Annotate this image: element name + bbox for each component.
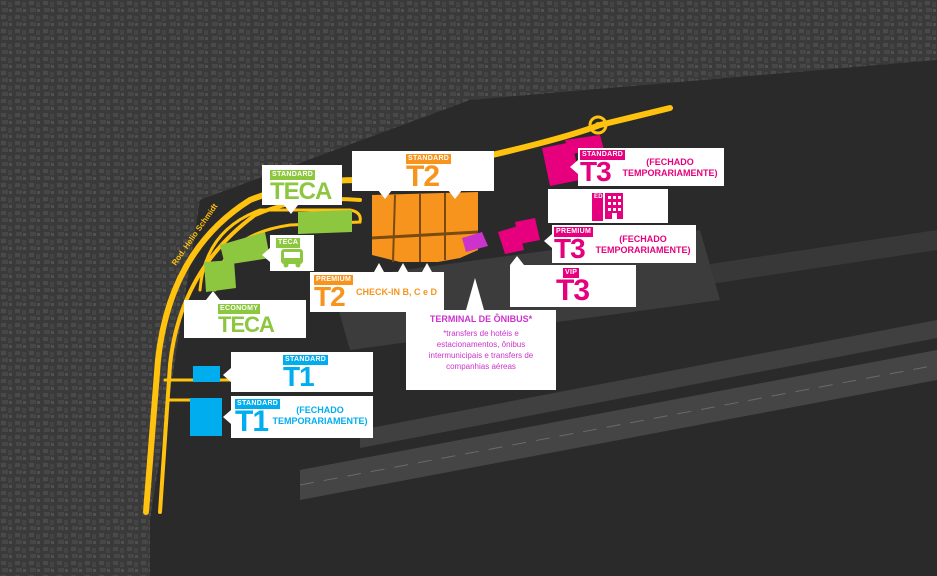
t1-title: T1 (283, 361, 315, 392)
teca-economy-lot (204, 260, 236, 292)
t3-vip-garage (515, 218, 540, 244)
tag-standard: STANDARD (270, 170, 316, 180)
label-t3-edg[interactable]: EDG (548, 189, 668, 223)
t2-premium-title: T2 (314, 281, 346, 312)
building-icon (605, 193, 623, 219)
tag-economy: ECONOMY (218, 304, 261, 314)
checkin-note: CHECK-IN B, C e D (356, 287, 438, 297)
t3-premium-closed-note: (FECHADO TEMPORARIAMENTE) (595, 234, 691, 255)
label-t1-closed[interactable]: STANDARD T1 (FECHADO TEMPORARIAMENTE) (231, 396, 373, 438)
label-t3-vip[interactable]: VIP T3 (510, 265, 636, 307)
tag-standard: STANDARD (580, 150, 626, 160)
bus-icon (281, 249, 303, 268)
bus-terminal-description: *transfers de hotéis e estacionamentos, … (428, 329, 534, 371)
t3-closed-note: (FECHADO TEMPORARIAMENTE) (622, 157, 718, 178)
label-t2-standard[interactable]: STANDARD T2 (352, 151, 494, 193)
label-t3-premium[interactable]: PREMIUM T3 (FECHADO TEMPORARIAMENTE) (552, 225, 696, 263)
tag-premium: PREMIUM (554, 227, 594, 237)
tag-premium: PREMIUM (314, 275, 354, 285)
runway-1 (299, 350, 937, 500)
label-teca-economy[interactable]: ECONOMY TECA (184, 300, 306, 338)
tag-edg: EDG (592, 193, 608, 221)
label-t2-premium[interactable]: PREMIUM T2 CHECK-IN B, C e D (310, 272, 444, 312)
label-teca-standard[interactable]: STANDARD TECA (262, 165, 342, 205)
terminal-2-building (371, 192, 479, 263)
bus-terminal-title: TERMINAL DE ÔNIBUS* (429, 314, 533, 324)
t2-title: T2 (406, 160, 440, 193)
t1-closed-title: T1 (235, 405, 269, 438)
teca-economy-title: TECA (218, 312, 275, 337)
t3-premium-title: T3 (554, 233, 586, 264)
t1-standard-garage (193, 366, 220, 382)
t3-title: T3 (580, 156, 612, 187)
label-bus-terminal[interactable]: TERMINAL DE ÔNIBUS* *transfers de hotéis… (406, 310, 556, 390)
teca-standard-lot (298, 210, 352, 234)
tag-teca: TECA (276, 238, 301, 248)
tag-standard: STANDARD (235, 399, 281, 409)
teca-title: TECA (270, 178, 332, 205)
t3-vip-title: T3 (556, 274, 590, 307)
tag-vip: VIP (563, 268, 580, 278)
label-teca-bus[interactable]: TECA (270, 235, 314, 271)
label-t1-standard[interactable]: STANDARD T1 (231, 352, 373, 392)
tag-standard: STANDARD (406, 154, 452, 164)
t1-closed-garage (190, 398, 222, 436)
teca-bus-lot (220, 232, 270, 265)
bus-terminal-building (462, 232, 488, 252)
label-t3-standard[interactable]: STANDARD T3 (FECHADO TEMPORARIAMENTE) (578, 148, 724, 186)
tag-standard: STANDARD (283, 355, 329, 365)
t1-closed-note: (FECHADO TEMPORARIAMENTE) (272, 405, 368, 426)
roundabout (588, 115, 608, 135)
runway-2 (360, 320, 937, 448)
